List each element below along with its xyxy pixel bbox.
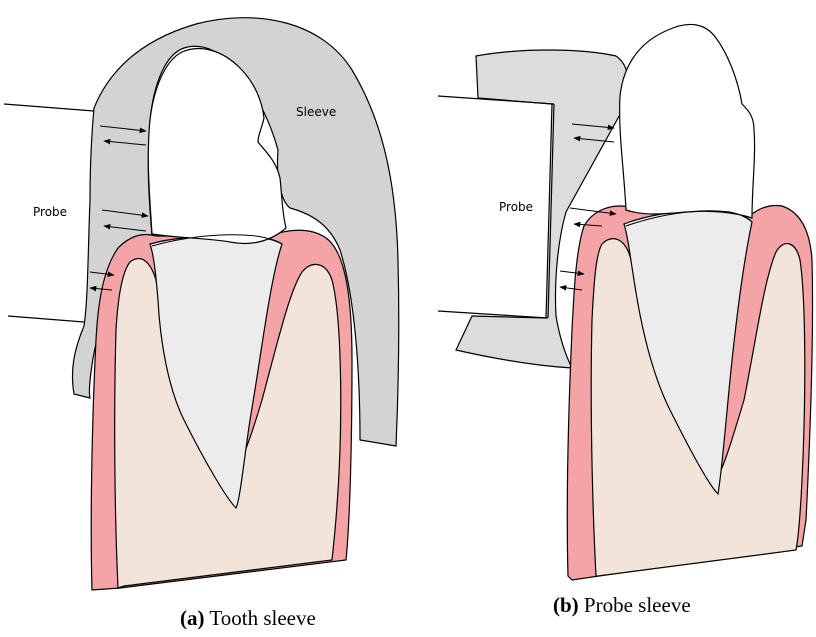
panel-a-tooth-sleeve: Probe Sleeve [4, 18, 399, 590]
caption-b-letter: (b) [553, 593, 579, 617]
caption-a: (a) Tooth sleeve [180, 606, 316, 631]
caption-b: (b) Probe sleeve [553, 593, 691, 618]
probe-label-a: Probe [33, 205, 67, 219]
probe-label-b: Probe [499, 200, 533, 214]
caption-a-text: Tooth sleeve [209, 606, 315, 630]
caption-b-text: Probe sleeve [584, 593, 691, 617]
probe-bottom-line-a [8, 316, 84, 322]
caption-a-letter: (a) [180, 606, 205, 630]
tooth-crown-b [620, 24, 755, 218]
panel-b-probe-sleeve: Probe [438, 24, 813, 580]
sleeve-label-a: Sleeve [296, 105, 336, 119]
probe-top-line-a [4, 104, 94, 111]
